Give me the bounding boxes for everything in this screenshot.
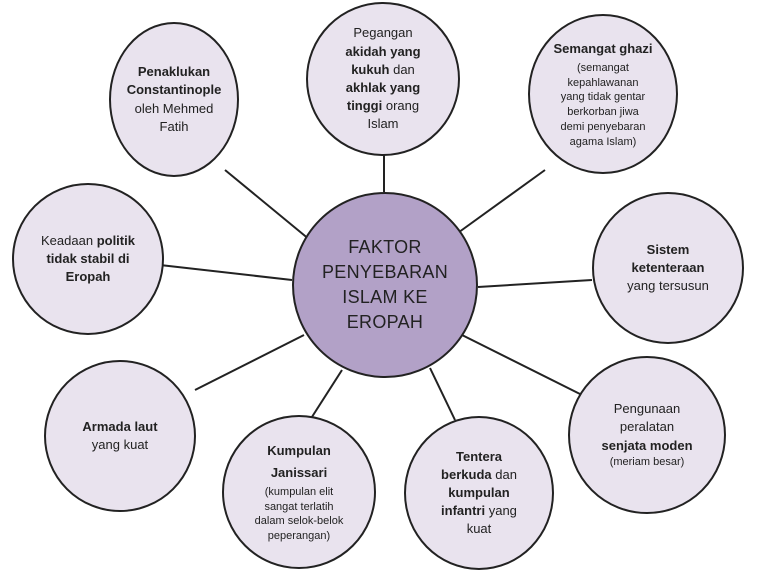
factor-text: Fatih [159,118,189,134]
factor-desc: sangat terlatih [264,500,334,513]
factor-text: dan [389,61,415,77]
factor-desc: berkorban jiwa [567,106,639,119]
factor-text: ketenteraan [631,259,705,275]
connector-line [454,169,546,236]
factor-semangat-ghazi: Semangat ghazi (semangat kepahlawanan ya… [528,14,678,174]
factor-text: akidah yang [345,43,421,59]
central-topic-line: PENYEBARAN [321,261,449,282]
factor-desc: demi penyebaran [560,121,646,134]
factor-text: Islam [367,116,399,132]
factor-text: Tentera [455,448,502,464]
factor-desc: agama Islam) [569,135,637,148]
factor-text: yang tersusun [627,278,709,294]
factor-desc: yang tidak gentar [560,91,646,104]
factor-title: Semangat ghazi [553,41,653,57]
factor-desc: kepahlawanan [567,76,639,89]
factor-janissari: Kumpulan Janissari (kumpulan elit sangat… [222,415,376,569]
factor-text: infantri [441,503,486,519]
factor-title: Janissari [270,465,328,481]
factor-text: Constantinople [126,82,222,98]
factor-senjata-moden: Pengunaan peralatan senjata moden (meria… [568,356,726,514]
factor-text: berkuda [441,466,492,482]
factor-text: peralatan [619,419,675,435]
central-topic-line: FAKTOR [348,236,422,257]
factor-text: yang kuat [91,437,149,452]
factor-text: yang [485,503,517,519]
factor-desc: (kumpulan elit [264,485,334,498]
factor-text: Penaklukan [137,64,211,80]
connector-line [461,334,583,396]
factor-tentera-berkuda: Tentera berkuda dan kumpulan infantri ya… [404,416,554,570]
factor-text: kuat [466,521,492,537]
factor-text: tinggi [346,98,383,114]
factor-title: Kumpulan [267,442,331,458]
connector-line [309,369,343,421]
factor-text: politik [96,232,135,248]
factor-desc: peperangan) [267,530,331,543]
factor-text: Eropah [65,269,111,285]
central-topic: FAKTOR PENYEBARAN ISLAM KE EROPAH [292,192,478,378]
central-topic-line: ISLAM KE [342,287,428,307]
factor-politik-eropah: Keadaan politik tidak stabil di Eropah [12,183,164,335]
factor-text: Pengunaan [613,401,681,417]
factor-text: kukuh [351,61,390,77]
factor-text: oleh Mehmed [134,100,214,116]
factor-armada-laut: Armada laut yang kuat [44,360,196,512]
factor-text: Pegangan [353,25,413,41]
factor-text: tidak stabil di [46,250,130,266]
factor-sistem-ketenteraan: Sistem ketenteraan yang tersusun [592,192,744,344]
factor-text: Sistem [646,241,690,257]
factor-constantinople: Penaklukan Constantinople oleh Mehmed Fa… [109,22,239,177]
factor-text: akhlak yang [345,80,421,95]
connector-line [224,169,311,241]
factor-text: senjata moden [601,437,693,453]
factor-desc: (semangat [577,61,629,74]
factor-text: kumpulan [448,484,510,500]
factor-text: orang [382,98,420,114]
factor-text: dan [491,466,517,482]
connector-line [477,279,593,288]
factor-desc: (meriam besar) [609,455,685,468]
central-topic-line: EROPAH [346,312,424,333]
connector-line [429,367,456,421]
factor-desc: dalam selok-belok [254,515,344,528]
factor-text: Armada laut [82,418,158,434]
connector-line [159,264,293,281]
connector-line [194,334,305,391]
factor-akidah-akhlak: Pegangan akidah yang kukuh dan akhlak ya… [306,2,460,156]
factor-text: Keadaan [41,232,97,248]
